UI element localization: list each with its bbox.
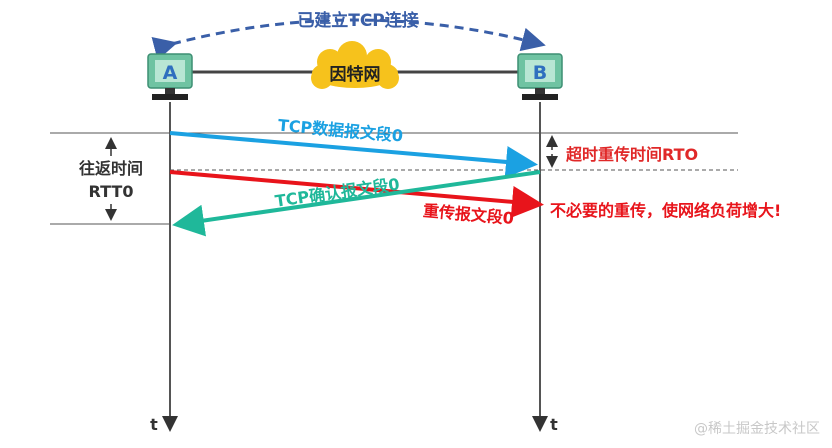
retransmission-label: 重传报文段0 <box>422 201 514 228</box>
rto-label: 超时重传时间RTO <box>565 145 698 164</box>
retransmission-arrow <box>169 170 544 218</box>
data-segment-arrow <box>169 131 538 178</box>
connection-label: 已建立TCP连接 <box>297 10 419 31</box>
connection-arc <box>151 18 546 61</box>
host-b-computer-icon: B <box>517 53 563 100</box>
watermark: @稀土掘金技术社区 <box>694 421 820 437</box>
data-segment-label: TCP数据报文段0 <box>277 116 404 146</box>
time-axis-label-b: t <box>550 415 558 434</box>
unnecessary-retransmission-note: 不必要的重传，使网络负荷增大! <box>550 201 781 220</box>
time-axis-label-a: t <box>150 415 158 434</box>
internet-label: 因特网 <box>330 64 381 85</box>
host-a-computer-icon: A <box>147 53 193 100</box>
rtt-label-line2: RTT0 <box>89 182 134 201</box>
host-a-label: A <box>163 62 178 84</box>
ack-segment-arrow <box>172 170 541 237</box>
rtt-label-line1: 往返时间 <box>79 159 143 178</box>
ack-segment-label: TCP确认报文段0 <box>274 174 401 210</box>
host-b-label: B <box>533 62 547 84</box>
internet-cloud: 因特网 <box>311 41 399 89</box>
